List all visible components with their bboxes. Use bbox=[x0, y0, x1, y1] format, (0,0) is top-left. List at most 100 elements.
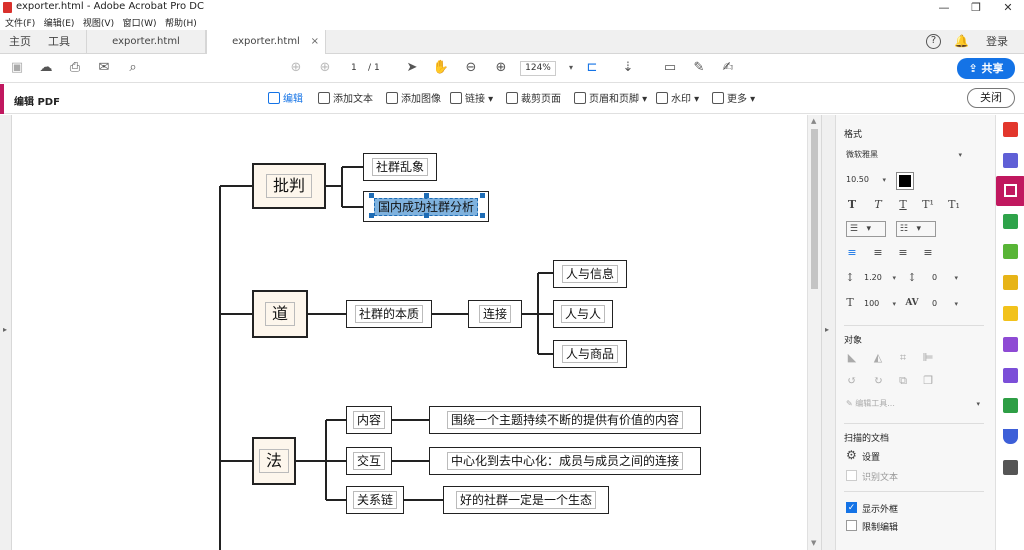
underline-icon[interactable]: T bbox=[899, 198, 907, 211]
document-canvas[interactable]: 批判 道 法 社群乱象 国内成功社群分析 社群的本质 连接 人与信息 人与人 人… bbox=[12, 115, 807, 550]
menu-file[interactable]: 文件(F) bbox=[5, 19, 36, 29]
maximize-button[interactable]: ❐ bbox=[971, 1, 981, 14]
comment-tool-icon[interactable] bbox=[1003, 306, 1018, 321]
watermark-button[interactable]: 水印 ▾ bbox=[656, 92, 699, 107]
select-cursor-icon[interactable]: ➤ bbox=[406, 60, 418, 75]
sign-icon[interactable]: ✍ bbox=[722, 60, 734, 75]
italic-icon[interactable]: T bbox=[874, 198, 882, 211]
fill-sign-icon[interactable] bbox=[1003, 337, 1018, 352]
header-footer-button[interactable]: 页眉和页脚 ▾ bbox=[574, 92, 647, 107]
zoom-in-icon[interactable]: ⊕ bbox=[495, 60, 507, 75]
mindmap-node-interaction[interactable]: 交互 bbox=[346, 447, 392, 475]
menu-window[interactable]: 窗口(W) bbox=[122, 19, 157, 29]
vertical-scrollbar[interactable]: ▲ ▼ bbox=[807, 115, 821, 550]
align-justify-icon[interactable]: ≡ bbox=[923, 246, 933, 259]
mindmap-node-chaos[interactable]: 社群乱象 bbox=[363, 153, 437, 181]
font-family-select[interactable]: 微软雅黑▾ bbox=[846, 148, 964, 162]
edit-tool-button[interactable]: 编辑 bbox=[268, 92, 303, 107]
tab-home[interactable]: 主页 bbox=[9, 35, 31, 48]
print-production-icon[interactable] bbox=[1003, 398, 1018, 413]
highlight-pen-icon[interactable]: ✎ bbox=[693, 60, 705, 75]
settings-link[interactable]: 设置 bbox=[862, 453, 881, 463]
bold-icon[interactable]: T bbox=[847, 198, 857, 211]
zoom-out-icon[interactable]: ⊖ bbox=[465, 60, 477, 75]
mindmap-node-people-info[interactable]: 人与信息 bbox=[553, 260, 627, 288]
more-tools-icon[interactable] bbox=[1003, 460, 1018, 475]
add-image-button[interactable]: 添加图像 bbox=[386, 92, 441, 107]
mindmap-node-fa[interactable]: 法 bbox=[252, 437, 296, 485]
help-icon[interactable]: ? bbox=[926, 34, 941, 49]
login-link[interactable]: 登录 bbox=[986, 35, 1008, 48]
hand-tool-icon[interactable]: ✋ bbox=[432, 60, 450, 75]
tab-close-icon[interactable]: × bbox=[310, 36, 319, 47]
mindmap-node-relation-chain[interactable]: 关系链 bbox=[346, 486, 404, 514]
mindmap-node-essence[interactable]: 社群的本质 bbox=[346, 300, 432, 328]
menu-help[interactable]: 帮助(H) bbox=[165, 19, 197, 29]
mindmap-node-people-people[interactable]: 人与人 bbox=[553, 300, 613, 328]
gear-icon[interactable]: ⚙ bbox=[846, 448, 857, 462]
tab-tools[interactable]: 工具 bbox=[48, 35, 70, 48]
next-page-icon[interactable]: ⊕ bbox=[319, 60, 331, 75]
align-center-icon[interactable]: ≡ bbox=[873, 246, 883, 259]
share-button[interactable]: ⇪ 共享 bbox=[957, 58, 1015, 79]
mindmap-node-people-goods[interactable]: 人与商品 bbox=[553, 340, 627, 368]
close-window-button[interactable]: ✕ bbox=[1003, 1, 1013, 14]
menu-view[interactable]: 视图(V) bbox=[82, 19, 115, 29]
close-edit-button[interactable]: 关闭 bbox=[967, 88, 1015, 108]
char-spacing-select[interactable]: 0▾ bbox=[932, 297, 960, 311]
edit-pdf-tool-icon[interactable] bbox=[996, 176, 1024, 206]
selection-handle[interactable] bbox=[369, 193, 374, 198]
subscript-icon[interactable]: T₁ bbox=[948, 198, 960, 211]
tab-document-1[interactable]: exporter.html bbox=[86, 30, 206, 54]
email-icon[interactable]: ✉ bbox=[98, 60, 110, 75]
scroll-mode-icon[interactable]: ⇣ bbox=[622, 60, 634, 75]
minimize-button[interactable]: — bbox=[938, 1, 950, 14]
horizontal-scale-select[interactable]: 100▾ bbox=[864, 297, 898, 311]
page-number-input[interactable]: 1 bbox=[351, 63, 357, 73]
crop-page-button[interactable]: 裁剪页面 bbox=[506, 92, 561, 107]
comment-icon[interactable]: ▭ bbox=[663, 60, 677, 75]
search-icon[interactable]: ⌕ bbox=[129, 60, 137, 75]
scroll-up-icon[interactable]: ▲ bbox=[811, 117, 817, 125]
link-button[interactable]: 链接 ▾ bbox=[450, 92, 493, 107]
scroll-down-icon[interactable]: ▼ bbox=[811, 539, 817, 547]
mindmap-node-connect[interactable]: 连接 bbox=[468, 300, 522, 328]
mindmap-node-tao[interactable]: 道 bbox=[252, 290, 308, 338]
left-panel-toggle[interactable]: ▸ bbox=[0, 115, 12, 550]
superscript-icon[interactable]: T¹ bbox=[922, 198, 934, 211]
bullet-list-select[interactable]: ☰ ▾ bbox=[846, 221, 886, 237]
zoom-dropdown-icon[interactable]: ▾ bbox=[568, 63, 573, 72]
selection-handle[interactable] bbox=[424, 193, 429, 198]
right-panel-toggle[interactable]: ▸ bbox=[821, 115, 835, 550]
export-pdf-icon[interactable] bbox=[1003, 214, 1018, 229]
line-spacing-select[interactable]: 1.20▾ bbox=[864, 271, 898, 285]
request-signature-icon[interactable] bbox=[1003, 368, 1018, 383]
selection-handle[interactable] bbox=[480, 193, 485, 198]
more-button[interactable]: 更多 ▾ bbox=[712, 92, 755, 107]
scroll-thumb[interactable] bbox=[811, 129, 818, 289]
save-icon[interactable]: ▣ bbox=[10, 60, 24, 75]
mindmap-node-critique[interactable]: 批判 bbox=[252, 163, 326, 209]
paragraph-spacing-select[interactable]: 0▾ bbox=[932, 271, 960, 285]
cloud-upload-icon[interactable]: ☁ bbox=[39, 60, 53, 75]
menu-edit[interactable]: 编辑(E) bbox=[43, 19, 75, 29]
mindmap-node-ecosystem-desc[interactable]: 好的社群一定是一个生态 bbox=[443, 486, 609, 514]
fit-page-icon[interactable]: ⊏ bbox=[586, 60, 598, 75]
align-left-icon[interactable]: ≡ bbox=[847, 246, 857, 259]
show-border-checkbox[interactable]: ✓ bbox=[846, 502, 857, 513]
tab-document-2[interactable]: exporter.html × bbox=[206, 30, 326, 55]
selection-handle[interactable] bbox=[369, 213, 374, 218]
prev-page-icon[interactable]: ⊕ bbox=[290, 60, 302, 75]
zoom-level-select[interactable]: 124% bbox=[520, 61, 556, 76]
organize-pages-icon[interactable] bbox=[1003, 244, 1018, 259]
numbered-list-select[interactable]: ☷ ▾ bbox=[896, 221, 936, 237]
print-icon[interactable]: ⎙ bbox=[69, 60, 81, 75]
mindmap-node-interaction-desc[interactable]: 中心化到去中心化：成员与成员之间的连接 bbox=[429, 447, 701, 475]
combine-files-icon[interactable] bbox=[1003, 153, 1018, 168]
mindmap-node-content[interactable]: 内容 bbox=[346, 406, 392, 434]
selection-handle[interactable] bbox=[424, 213, 429, 218]
protect-shield-icon[interactable] bbox=[1003, 429, 1018, 444]
add-text-button[interactable]: 添加文本 bbox=[318, 92, 373, 107]
restrict-edit-checkbox[interactable] bbox=[846, 520, 857, 531]
bell-icon[interactable]: 🔔 bbox=[954, 34, 969, 48]
